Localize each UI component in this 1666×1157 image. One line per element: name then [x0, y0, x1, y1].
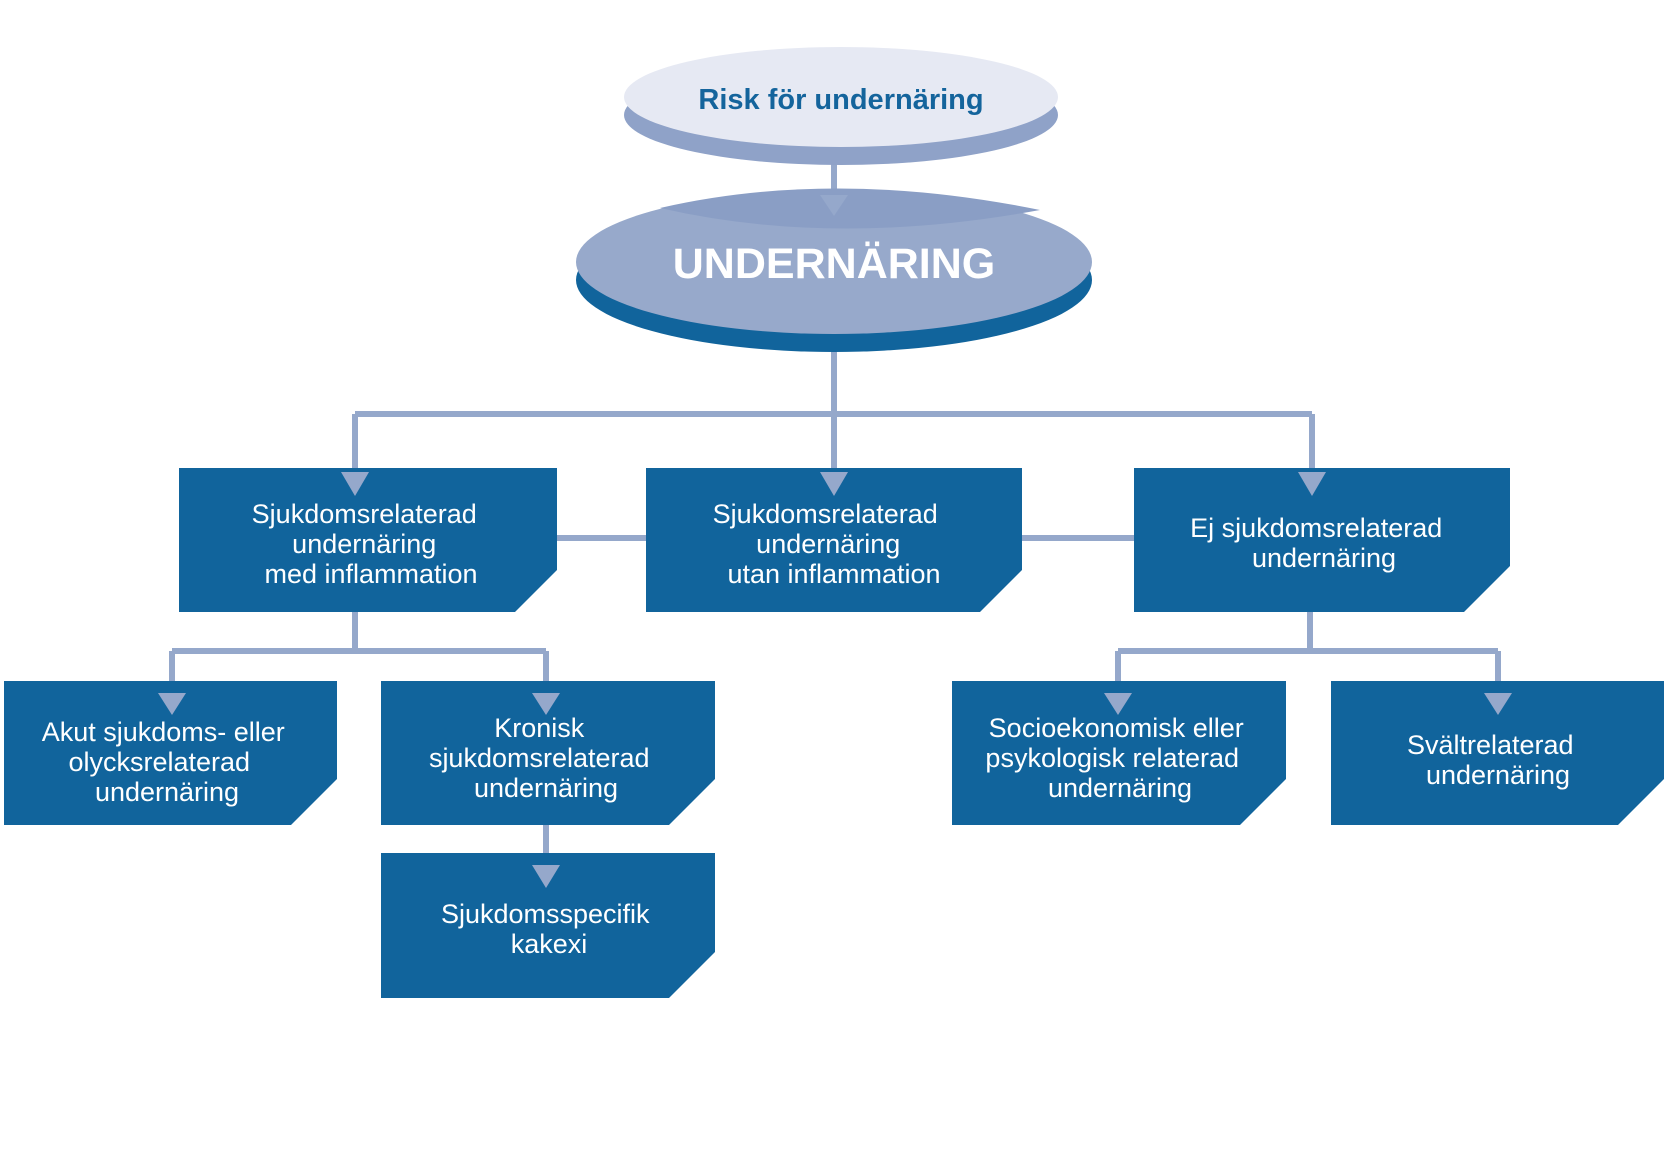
box-starvation-line-2: undernäring — [1426, 760, 1570, 790]
box-chronic-line-3: undernäring — [474, 773, 618, 803]
arrow-to-starvation — [1484, 693, 1512, 715]
risk-label: Risk för undernäring — [698, 84, 983, 116]
box-acute-label: Akut sjukdoms- eller olycksrelaterad und… — [42, 717, 293, 807]
main-ellipse: UNDERNÄRING — [576, 188, 1092, 352]
risk-ellipse-top — [624, 47, 1058, 147]
arrow-risk-main — [820, 195, 848, 216]
box-acute-line-2: olycksrelaterad — [68, 747, 250, 777]
box-non-disease: Ej sjukdomsrelaterad undernäring — [1134, 468, 1510, 612]
main-ellipse-shadow — [660, 188, 1040, 229]
arrow-to-chronic — [532, 693, 560, 715]
box-inflam: Sjukdomsrelaterad undernäring med inflam… — [179, 468, 557, 612]
arrow-to-no-inflam — [820, 472, 848, 496]
box-inflam-shape — [179, 468, 557, 612]
box-acute-shape — [4, 681, 337, 825]
box-starvation: Svältrelaterad undernäring — [1331, 681, 1664, 825]
box-cachexia-line-2: kakexi — [511, 929, 588, 959]
box-chronic-label: Kronisk sjukdomsrelaterad undernäring — [429, 713, 657, 803]
box-chronic-line-2: sjukdomsrelaterad — [429, 743, 650, 773]
arrow-to-non-disease — [1298, 472, 1326, 496]
main-ellipse-top — [576, 190, 1092, 334]
box-inflam-label: Sjukdomsrelaterad undernäring med inflam… — [252, 499, 485, 589]
box-inflam-line-1: Sjukdomsrelaterad — [252, 499, 477, 529]
box-socio-line-3: undernäring — [1048, 773, 1192, 803]
box-acute-line-3: undernäring — [95, 777, 239, 807]
main-label: UNDERNÄRING — [673, 240, 996, 288]
box-acute-line-1: Akut sjukdoms- eller — [42, 717, 285, 747]
box-cachexia-line-1: Sjukdomsspecifik — [441, 899, 650, 929]
box-no-inflam: Sjukdomsrelaterad undernäring utan infla… — [646, 468, 1022, 612]
arrowheads — [158, 195, 1512, 888]
box-starvation-shape — [1331, 681, 1664, 825]
box-non-disease-label: Ej sjukdomsrelaterad undernäring — [1190, 513, 1450, 573]
arrow-to-socio — [1104, 693, 1132, 715]
box-no-inflam-shape — [646, 468, 1022, 612]
box-no-inflam-line-2: undernäring — [756, 529, 900, 559]
box-non-disease-line-2: undernäring — [1252, 543, 1396, 573]
box-cachexia-label: Sjukdomsspecifik kakexi — [441, 899, 657, 959]
connectors — [169, 160, 1501, 865]
box-no-inflam-line-3: utan inflammation — [727, 559, 940, 589]
box-non-disease-shape — [1134, 468, 1510, 612]
box-socio-line-2: psykologisk relaterad — [985, 743, 1239, 773]
arrow-to-inflam — [341, 472, 369, 496]
box-starvation-label: Svältrelaterad undernäring — [1407, 730, 1581, 790]
arrow-to-cachexia — [532, 865, 560, 888]
box-chronic-shape — [381, 681, 715, 825]
box-inflam-line-3: med inflammation — [264, 559, 477, 589]
box-cachexia: Sjukdomsspecifik kakexi — [381, 853, 715, 998]
box-starvation-line-1: Svältrelaterad — [1407, 730, 1574, 760]
box-cachexia-shape — [381, 853, 715, 998]
box-non-disease-line-1: Ej sjukdomsrelaterad — [1190, 513, 1442, 543]
box-acute: Akut sjukdoms- eller olycksrelaterad und… — [4, 681, 337, 825]
risk-ellipse: Risk för undernäring — [624, 47, 1058, 165]
box-chronic: Kronisk sjukdomsrelaterad undernäring — [381, 681, 715, 825]
box-chronic-line-1: Kronisk — [494, 713, 585, 743]
box-socio: Socioekonomisk eller psykologisk relater… — [952, 681, 1286, 825]
box-no-inflam-label: Sjukdomsrelaterad undernäring utan infla… — [713, 499, 946, 589]
box-socio-shape — [952, 681, 1286, 825]
box-socio-label: Socioekonomisk eller psykologisk relater… — [985, 713, 1251, 803]
box-socio-line-1: Socioekonomisk eller — [989, 713, 1244, 743]
arrow-to-acute — [158, 693, 186, 715]
box-inflam-line-2: undernäring — [292, 529, 436, 559]
box-no-inflam-line-1: Sjukdomsrelaterad — [713, 499, 938, 529]
